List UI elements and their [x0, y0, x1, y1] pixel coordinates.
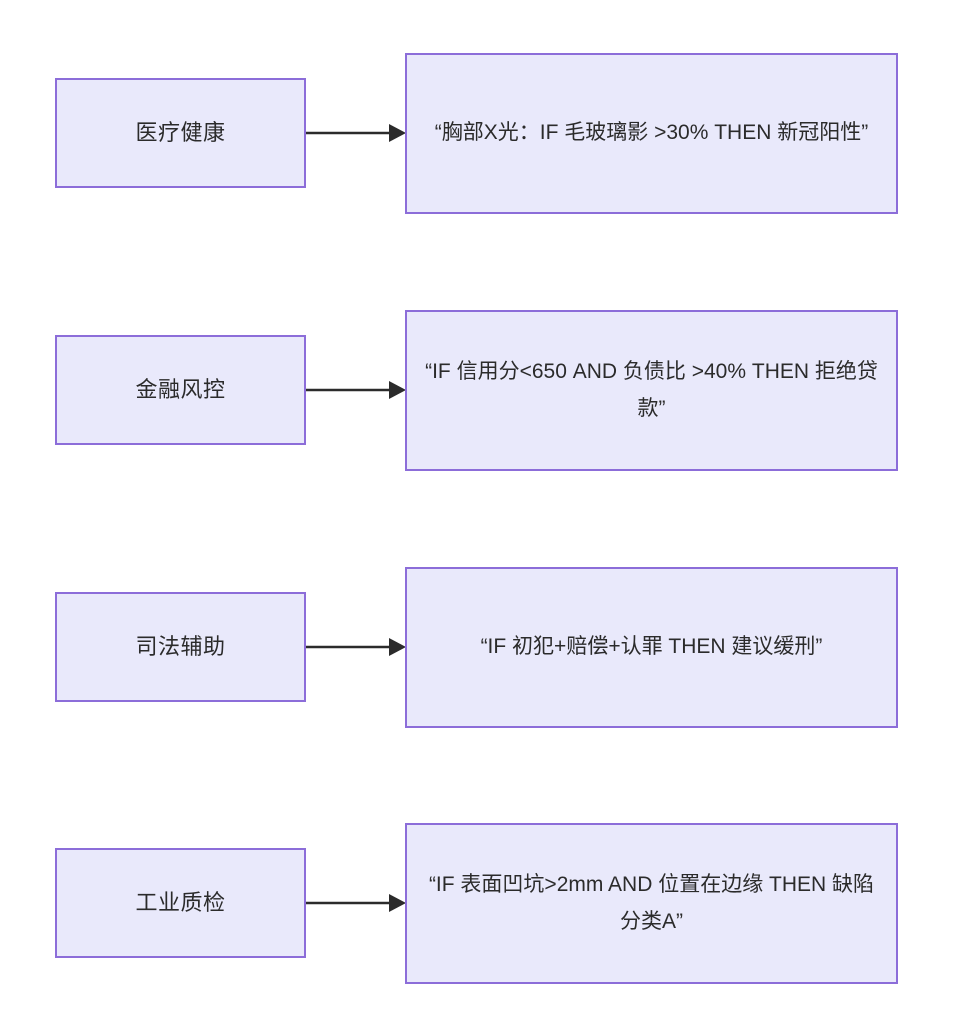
arrow-right-icon-4 [306, 883, 406, 923]
domain-label-4: 工业质检 [135, 890, 226, 916]
domain-label-3: 司法辅助 [135, 634, 226, 660]
domain-box-2[interactable]: 金融风控 [55, 335, 306, 445]
domain-box-4[interactable]: 工业质检 [55, 848, 306, 958]
diagram-row: 金融风控 “IF 信用分<650 AND 负债比 >40% THEN 拒绝贷款” [0, 290, 980, 490]
rule-box-3[interactable]: “IF 初犯+赔偿+认罪 THEN 建议缓刑” [405, 567, 898, 728]
domain-box-3[interactable]: 司法辅助 [55, 592, 306, 702]
rule-label-2: “IF 信用分<650 AND 负债比 >40% THEN 拒绝贷款” [425, 359, 878, 420]
domain-box-1[interactable]: 医疗健康 [55, 78, 306, 188]
arrow-right-icon-1 [306, 113, 406, 153]
rule-label-3: “IF 初犯+赔偿+认罪 THEN 建议缓刑” [480, 635, 823, 659]
domain-label-1: 医疗健康 [135, 120, 226, 146]
diagram-row: 司法辅助 “IF 初犯+赔偿+认罪 THEN 建议缓刑” [0, 547, 980, 747]
rule-label-1: “胸部X光：IF 毛玻璃影 >30% THEN 新冠阳性” [434, 121, 869, 145]
arrow-right-icon-2 [306, 370, 406, 410]
diagram-row: 医疗健康 “胸部X光：IF 毛玻璃影 >30% THEN 新冠阳性” [0, 33, 980, 233]
rule-box-1[interactable]: “胸部X光：IF 毛玻璃影 >30% THEN 新冠阳性” [405, 53, 898, 214]
domain-label-2: 金融风控 [135, 377, 226, 403]
diagram-row: 工业质检 “IF 表面凹坑>2mm AND 位置在边缘 THEN 缺陷分类A” [0, 803, 980, 1003]
rule-box-2[interactable]: “IF 信用分<650 AND 负债比 >40% THEN 拒绝贷款” [405, 310, 898, 471]
rule-box-4[interactable]: “IF 表面凹坑>2mm AND 位置在边缘 THEN 缺陷分类A” [405, 823, 898, 984]
arrow-right-icon-3 [306, 627, 406, 667]
rule-label-4: “IF 表面凹坑>2mm AND 位置在边缘 THEN 缺陷分类A” [428, 872, 875, 933]
